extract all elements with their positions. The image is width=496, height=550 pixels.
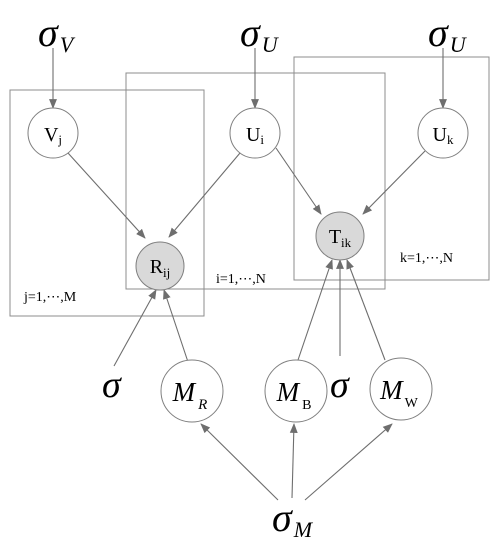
svg-text:MW: MW <box>379 375 419 411</box>
node-r-ij-main: R <box>150 256 164 278</box>
param-sigma-u-k-symbol: σ <box>428 10 449 55</box>
node-t-ik-sub: ik <box>341 235 352 250</box>
param-sigma-v-symbol: σ <box>38 10 59 55</box>
svg-text:Ui: Ui <box>246 124 264 147</box>
param-sigma-r: σ <box>102 364 122 406</box>
edge-v-to-r <box>67 152 146 239</box>
node-u-i: Ui <box>229 107 281 159</box>
param-sigma-m-sub: M <box>293 517 314 542</box>
plate-k-label: k=1,⋯,N <box>400 251 453 266</box>
param-sigma-u-k: σU <box>428 10 468 57</box>
edge-sigma-to-r <box>113 289 157 367</box>
node-v-j-sub: j <box>57 132 62 147</box>
param-sigma-m-symbol: σ <box>272 495 293 540</box>
plate-j-label: j=1,⋯,M <box>23 290 77 305</box>
node-m-b-main: M <box>276 377 301 407</box>
param-sigma-v-sub: V <box>60 32 76 57</box>
edge-u-i-to-r <box>168 152 241 238</box>
node-u-k-main: U <box>433 124 448 146</box>
param-sigma-t: σ <box>330 364 350 406</box>
param-sigma-v: σV <box>38 10 76 57</box>
svg-text:Tik: Tik <box>329 226 352 250</box>
node-r-ij-sub: ij <box>163 265 170 280</box>
edge-sigma-m-to-m-r <box>200 423 279 501</box>
node-u-i-sub: i <box>260 132 264 147</box>
svg-text:Uk: Uk <box>433 124 454 147</box>
edge-m-w-to-t <box>346 259 386 361</box>
svg-text:MB: MB <box>276 377 312 413</box>
plate-k <box>293 56 490 281</box>
svg-text:Rij: Rij <box>150 256 171 280</box>
param-sigma-u-i-sub: U <box>262 32 280 57</box>
param-sigma-u-k-sub: U <box>450 32 468 57</box>
node-u-k-sub: k <box>447 132 454 147</box>
node-m-w-sub: W <box>405 396 419 411</box>
node-m-w-main: M <box>379 375 404 405</box>
node-m-r-main: M <box>172 377 197 407</box>
node-v-j: Vj <box>27 107 79 159</box>
plate-i-label: i=1,⋯,N <box>216 272 266 287</box>
param-sigma-u-i: σU <box>240 10 280 57</box>
param-sigma-u-i-symbol: σ <box>240 10 261 55</box>
edge-u-k-to-t <box>362 150 426 215</box>
node-u-i-main: U <box>246 124 261 146</box>
node-r-ij: Rij <box>135 241 185 291</box>
param-sigma-m: σM <box>272 495 314 542</box>
node-t-ik-main: T <box>329 226 341 248</box>
edge-sigma-m-to-m-w <box>304 423 393 501</box>
svg-text:MR: MR <box>172 377 208 413</box>
edge-sigma-m-to-m-b <box>289 423 298 499</box>
node-v-j-main: V <box>44 124 59 146</box>
plate-j <box>9 89 205 317</box>
edge-u-i-to-t <box>275 147 322 215</box>
node-u-k: Uk <box>417 107 469 159</box>
node-m-r-sub: R <box>197 397 207 413</box>
svg-text:Vj: Vj <box>44 124 62 147</box>
edge-m-r-to-r <box>163 289 189 363</box>
edge-m-b-to-t <box>297 259 333 361</box>
node-m-b-sub: B <box>302 398 311 413</box>
node-t-ik: Tik <box>315 211 365 261</box>
